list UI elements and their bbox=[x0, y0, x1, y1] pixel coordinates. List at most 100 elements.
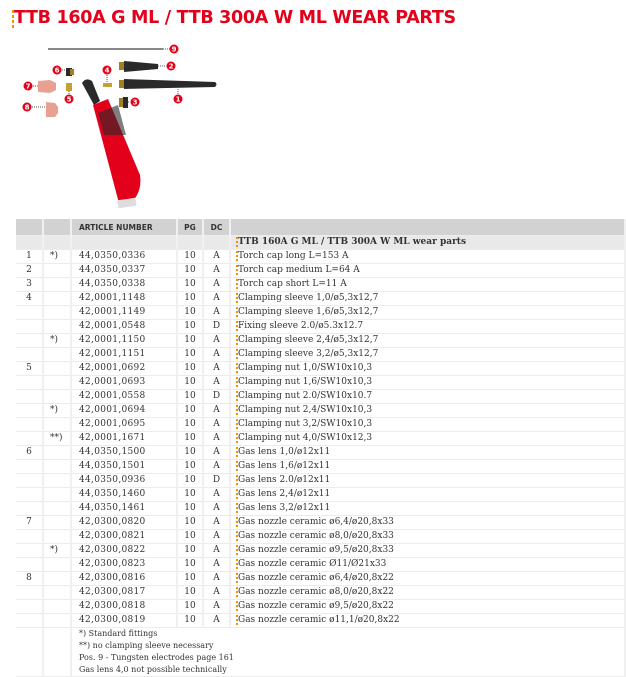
description-cell: Gas nozzle ceramic ø9,5/ø20,8x33 bbox=[230, 543, 626, 558]
article-number-cell: 42,0300,0817 bbox=[71, 585, 178, 600]
section-title-row: TTB 160A G ML / TTB 300A W ML wear parts bbox=[16, 235, 626, 250]
description-cell: Gas nozzle ceramic ø8,0/ø20,8x22 bbox=[230, 585, 626, 600]
pg-cell: 10 bbox=[177, 543, 204, 558]
note-cell bbox=[43, 263, 72, 278]
position-cell: 6 bbox=[16, 445, 44, 460]
article-number-cell: 44,0350,0337 bbox=[71, 263, 178, 278]
position-cell: 7 bbox=[16, 515, 44, 530]
description-cell: Gas nozzle ceramic ø6,4/ø20,8x22 bbox=[230, 571, 626, 586]
dc-cell: A bbox=[203, 375, 231, 390]
position-cell: 1 bbox=[16, 249, 44, 264]
footnote-row: **) no clamping sleeve necessary bbox=[16, 640, 626, 652]
footnote-row: Gas lens 4,0 not possible technically bbox=[16, 664, 626, 677]
note-cell bbox=[43, 571, 72, 586]
note-cell bbox=[43, 347, 72, 362]
description-cell: Clamping nut 2.0/SW10x10.7 bbox=[230, 389, 626, 404]
pg-cell: 10 bbox=[177, 347, 204, 362]
article-number-cell: 44,0350,1500 bbox=[71, 445, 178, 460]
pg-cell: 10 bbox=[177, 557, 204, 572]
position-cell bbox=[16, 459, 44, 474]
article-number-cell: 44,0350,1501 bbox=[71, 459, 178, 474]
position-cell bbox=[16, 585, 44, 600]
footnote: **) no clamping sleeve necessary bbox=[71, 640, 626, 652]
dc-cell: D bbox=[203, 389, 231, 404]
description-cell: Gas lens 2.0/ø12x11 bbox=[230, 473, 626, 488]
note-cell bbox=[43, 487, 72, 502]
pg-cell: 10 bbox=[177, 249, 204, 264]
article-number-cell: 42,0001,0694 bbox=[71, 403, 178, 418]
article-number-cell: 42,0001,0695 bbox=[71, 417, 178, 432]
callout-9 bbox=[169, 44, 179, 54]
header-pg: PG bbox=[177, 219, 204, 236]
article-number-cell: 44,0350,1461 bbox=[71, 501, 178, 516]
article-number-cell: 42,0001,1148 bbox=[71, 291, 178, 306]
description-cell: Gas nozzle ceramic ø9,5/ø20,8x22 bbox=[230, 599, 626, 614]
clamping-sleeve bbox=[103, 83, 112, 87]
footnote: *) Standard fittings bbox=[71, 627, 626, 640]
dc-cell: A bbox=[203, 431, 231, 446]
pg-cell: 10 bbox=[177, 361, 204, 376]
pg-cell: 10 bbox=[177, 613, 204, 628]
dc-cell: A bbox=[203, 529, 231, 544]
pg-cell: 10 bbox=[177, 417, 204, 432]
position-cell bbox=[16, 599, 44, 614]
note-cell bbox=[43, 417, 72, 432]
position-cell bbox=[16, 529, 44, 544]
note-cell bbox=[43, 515, 72, 530]
note-cell: *) bbox=[43, 249, 72, 264]
dc-cell: A bbox=[203, 445, 231, 460]
dc-cell: D bbox=[203, 473, 231, 488]
pg-cell: 10 bbox=[177, 585, 204, 600]
pg-cell: 10 bbox=[177, 291, 204, 306]
position-cell: 2 bbox=[16, 263, 44, 278]
position-cell bbox=[16, 319, 44, 334]
position-cell: 3 bbox=[16, 277, 44, 292]
callout-markers bbox=[22, 44, 183, 112]
callout-label: 7 bbox=[26, 83, 31, 91]
callout-label: 4 bbox=[105, 67, 110, 75]
note-cell bbox=[43, 585, 72, 600]
header-article-number: ARTICLE NUMBER bbox=[71, 219, 178, 236]
article-number-cell: 42,0300,0820 bbox=[71, 515, 178, 530]
dc-cell: A bbox=[203, 459, 231, 474]
note-cell: *) bbox=[43, 333, 72, 348]
footnote: Gas lens 4,0 not possible technically bbox=[71, 664, 626, 677]
dc-cell: A bbox=[203, 585, 231, 600]
note-cell bbox=[43, 389, 72, 404]
dc-cell: A bbox=[203, 543, 231, 558]
position-cell bbox=[16, 431, 44, 446]
description-cell: Clamping sleeve 1,0/ø5,3x12,7 bbox=[230, 291, 626, 306]
article-number-cell: 42,0001,1150 bbox=[71, 333, 178, 348]
position-cell: 5 bbox=[16, 361, 44, 376]
pg-cell: 10 bbox=[177, 459, 204, 474]
pg-cell: 10 bbox=[177, 333, 204, 348]
pg-cell: 10 bbox=[177, 375, 204, 390]
note-cell: *) bbox=[43, 543, 72, 558]
article-number-cell: 44,0350,1460 bbox=[71, 487, 178, 502]
torch-cap-medium bbox=[119, 61, 165, 72]
article-number-cell: 42,0001,0558 bbox=[71, 389, 178, 404]
article-number-cell: 42,0001,0693 bbox=[71, 375, 178, 390]
pg-cell: 10 bbox=[177, 305, 204, 320]
clamping-nut bbox=[66, 83, 72, 91]
description-cell: Clamping sleeve 3,2/ø5,3x12,7 bbox=[230, 347, 626, 362]
note-cell bbox=[43, 529, 72, 544]
dc-cell: A bbox=[203, 487, 231, 502]
dc-cell: A bbox=[203, 291, 231, 306]
note-cell bbox=[43, 557, 72, 572]
pg-cell: 10 bbox=[177, 389, 204, 404]
dc-cell: A bbox=[203, 347, 231, 362]
note-cell bbox=[43, 319, 72, 334]
position-cell bbox=[16, 557, 44, 572]
